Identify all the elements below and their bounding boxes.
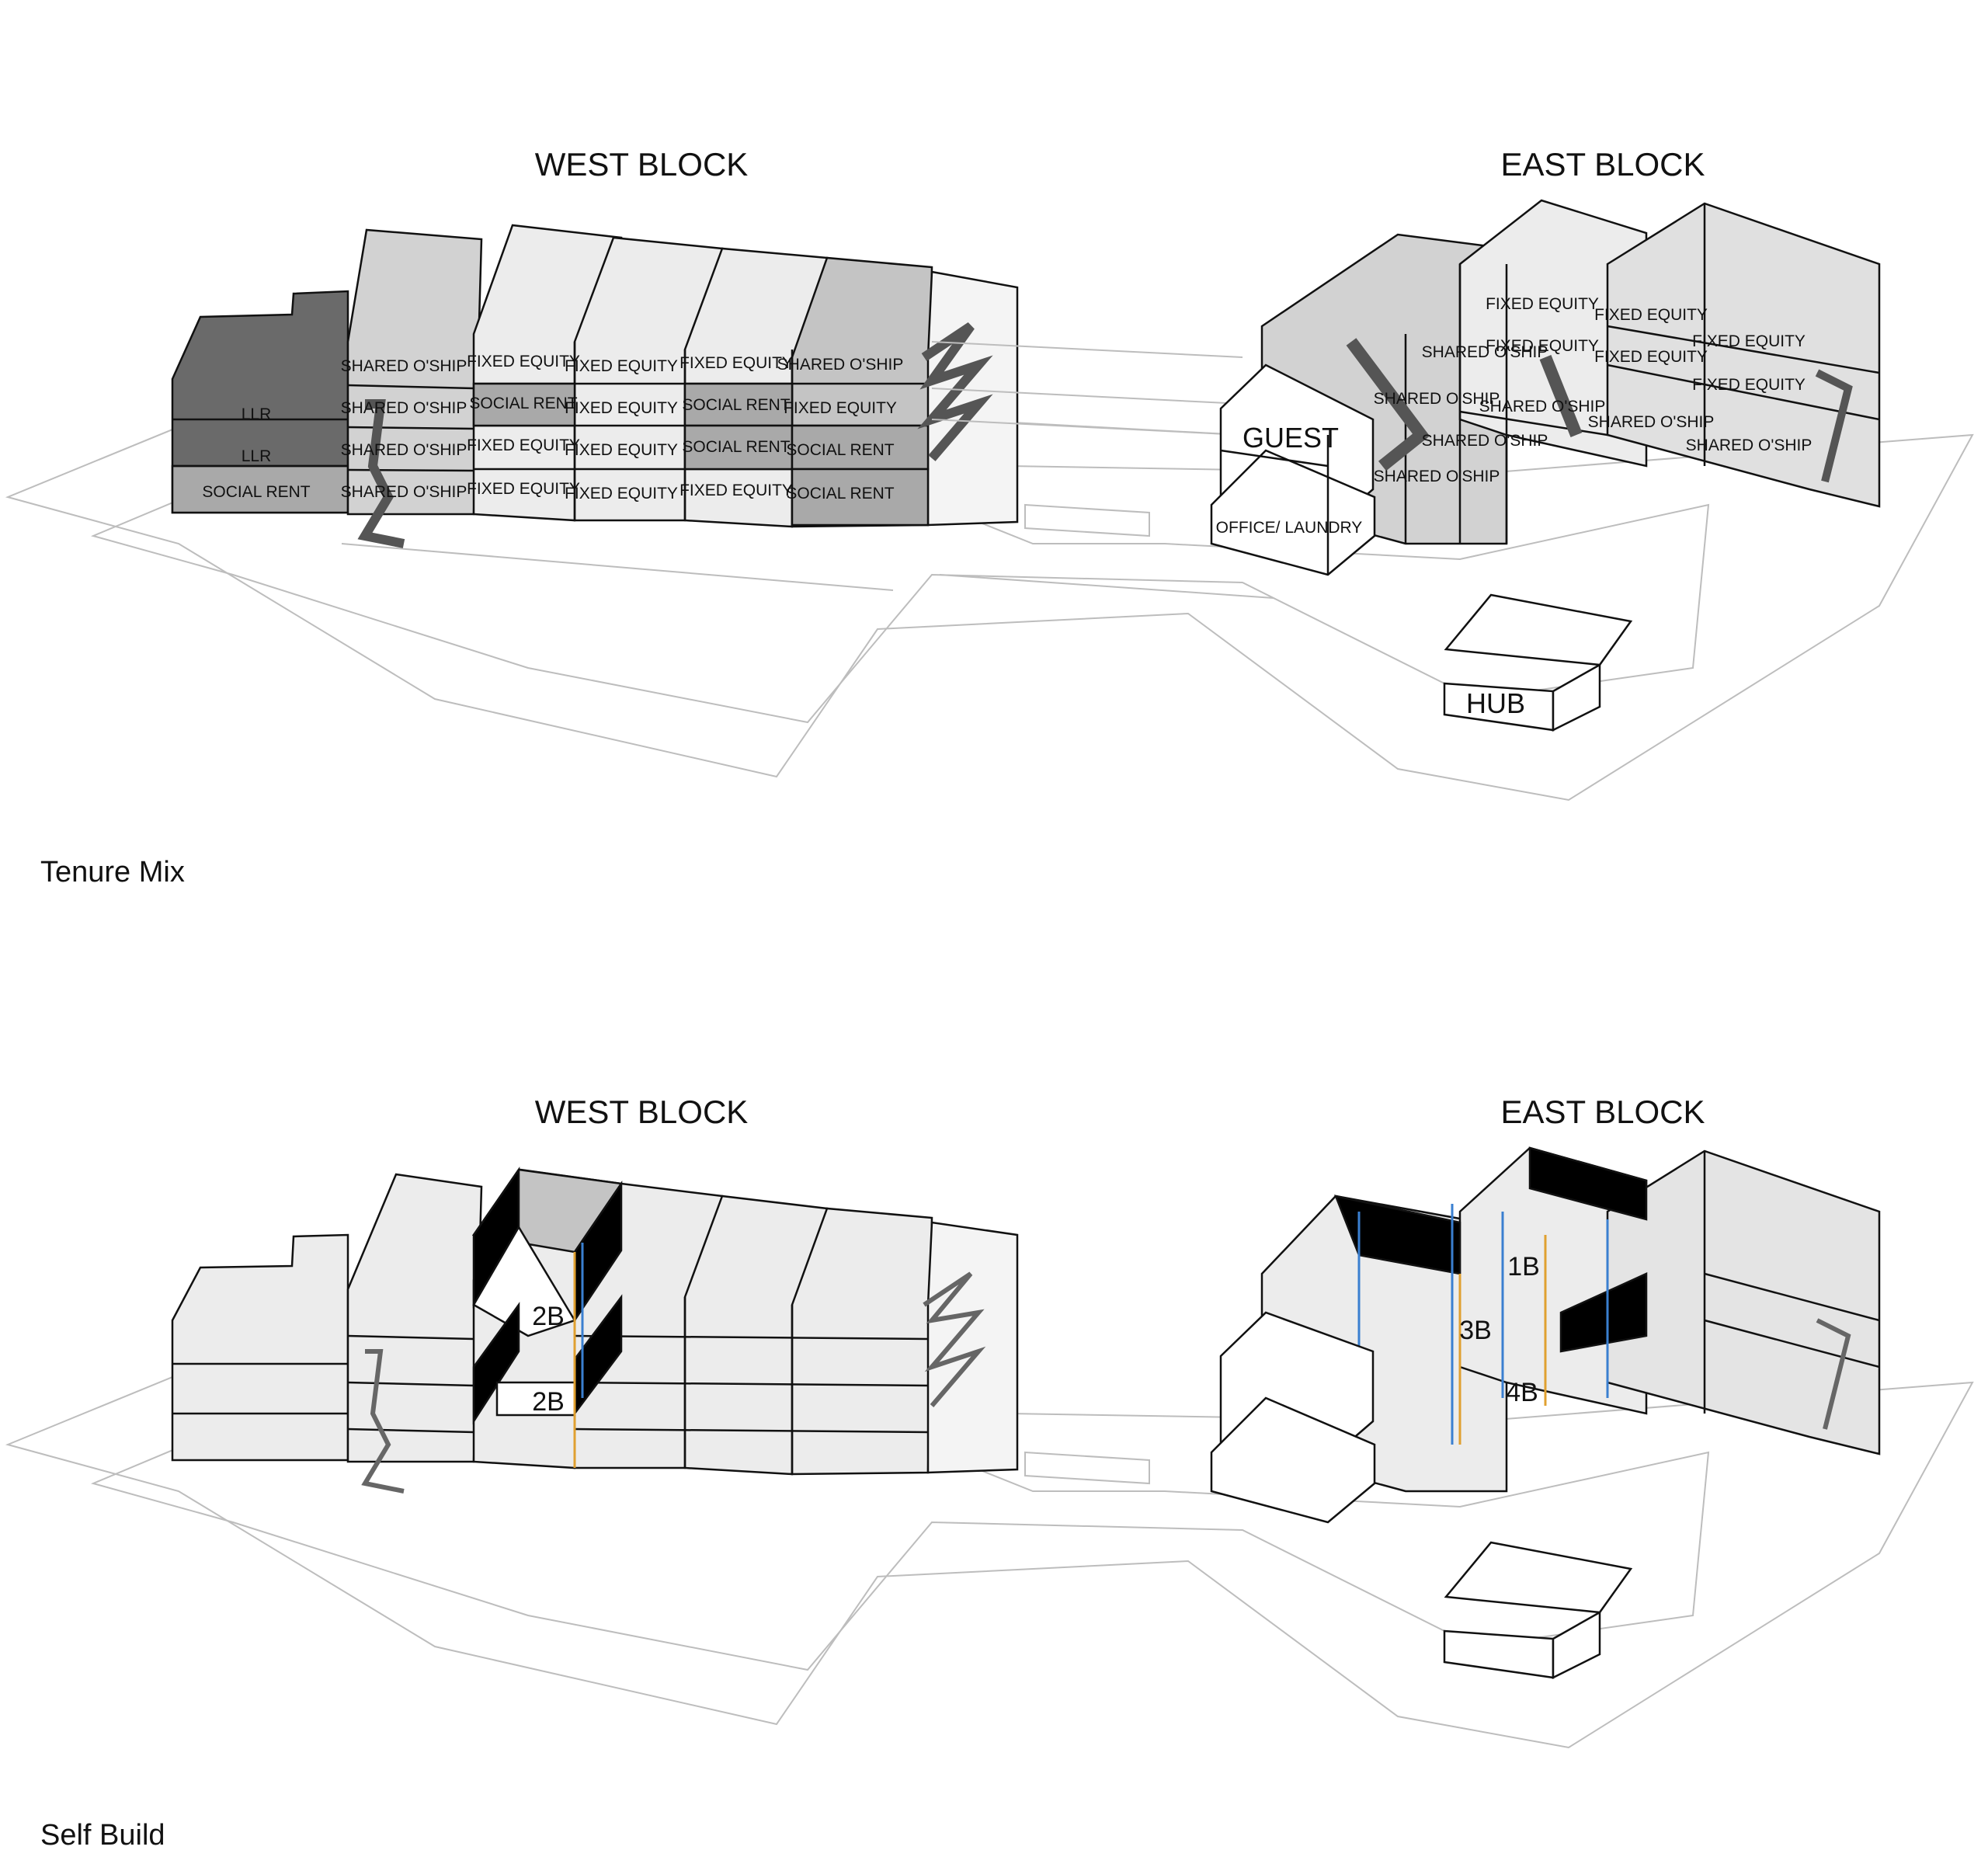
- label-c2-2: SOCIAL RENT: [469, 395, 577, 412]
- label-c5-4: SOCIAL RENT: [786, 485, 894, 503]
- label-east-e3: SHARED O'SHIP: [1686, 436, 1812, 454]
- west-block-title-2: WEST BLOCK: [535, 1094, 749, 1130]
- label-c1-2: SHARED O'SHIP: [341, 399, 467, 417]
- label-c3-3: FIXED EQUITY: [565, 441, 678, 459]
- label-east-a1: SHARED O'SHIP: [1374, 390, 1500, 408]
- self-build-panel: WEST BLOCK EAST BLOCK: [5, 1094, 1974, 1749]
- label-east-c1: FIXED EQUITY: [1486, 295, 1599, 313]
- label-c2-1: FIXED EQUITY: [467, 353, 580, 370]
- label-c4-1: FIXED EQUITY: [679, 354, 793, 372]
- label-east-c3: SHARED O'SHIP: [1479, 398, 1606, 416]
- site-benches-2: [1024, 1451, 1150, 1485]
- label-east-d3: SHARED O'SHIP: [1588, 413, 1715, 431]
- label-east-d2: FIXED EQUITY: [1594, 348, 1708, 366]
- label-1b: 1B: [1507, 1252, 1540, 1282]
- east-block-title: EAST BLOCK: [1501, 146, 1705, 183]
- label-east-b2: SHARED O'SHIP: [1422, 432, 1548, 450]
- label-llr-2: LLR: [242, 447, 272, 465]
- east-block: [1210, 199, 1881, 732]
- label-east-b1: SHARED O'SHIP: [1422, 343, 1548, 361]
- west-block-2: [171, 1166, 1019, 1494]
- west-block-title: WEST BLOCK: [535, 146, 749, 183]
- east-block-labels: GUEST OFFICE/ LAUNDRY HUB SHARED O'SHIP …: [1216, 295, 1812, 719]
- label-c1-3: SHARED O'SHIP: [341, 441, 467, 459]
- label-c4-2: SOCIAL RENT: [682, 396, 790, 414]
- label-4b: 4B: [1506, 1378, 1538, 1407]
- label-c4-3: SOCIAL RENT: [682, 438, 790, 456]
- east-block-2: [1210, 1146, 1881, 1680]
- label-c5-3: SOCIAL RENT: [786, 441, 894, 459]
- east-block-title-2: EAST BLOCK: [1501, 1094, 1705, 1130]
- label-c3-4: FIXED EQUITY: [565, 485, 678, 503]
- west-block-labels: LLR LLR SOCIAL RENT SHARED O'SHIP SHARED…: [202, 353, 903, 503]
- label-east-a2: SHARED O'SHIP: [1374, 468, 1500, 485]
- label-2b-lower: 2B: [532, 1387, 565, 1417]
- label-east-d1: FIXED EQUITY: [1594, 306, 1708, 324]
- label-c3-1: FIXED EQUITY: [565, 357, 678, 375]
- label-office-laundry: OFFICE/ LAUNDRY: [1216, 519, 1363, 537]
- label-social-rent: SOCIAL RENT: [202, 483, 310, 501]
- label-c4-4: FIXED EQUITY: [679, 482, 793, 499]
- label-guest: GUEST: [1242, 422, 1339, 454]
- label-3b: 3B: [1459, 1316, 1492, 1345]
- label-c2-4: FIXED EQUITY: [467, 480, 580, 498]
- label-c5-1: SHARED O'SHIP: [777, 356, 904, 374]
- tenure-mix-panel: WEST BLOCK EAST BLOCK: [5, 146, 1974, 802]
- west-block: [171, 224, 1019, 548]
- label-c2-3: FIXED EQUITY: [467, 436, 580, 454]
- label-c5-2: FIXED EQUITY: [784, 399, 897, 417]
- caption-self-build: Self Build: [40, 1819, 165, 1852]
- label-c3-2: FIXED EQUITY: [565, 399, 678, 417]
- label-llr-1: LLR: [242, 405, 272, 423]
- label-hub: HUB: [1466, 687, 1525, 719]
- label-east-e1: FIXED EQUITY: [1692, 332, 1806, 350]
- site-benches: [931, 341, 1243, 537]
- caption-tenure-mix: Tenure Mix: [40, 856, 185, 889]
- label-c1-1: SHARED O'SHIP: [341, 357, 467, 375]
- label-c1-4: SHARED O'SHIP: [341, 483, 467, 501]
- label-east-c2: FIXED EQUITY: [1486, 337, 1599, 355]
- label-2b-upper: 2B: [532, 1302, 565, 1331]
- label-east-e2: FIXED EQUITY: [1692, 376, 1806, 394]
